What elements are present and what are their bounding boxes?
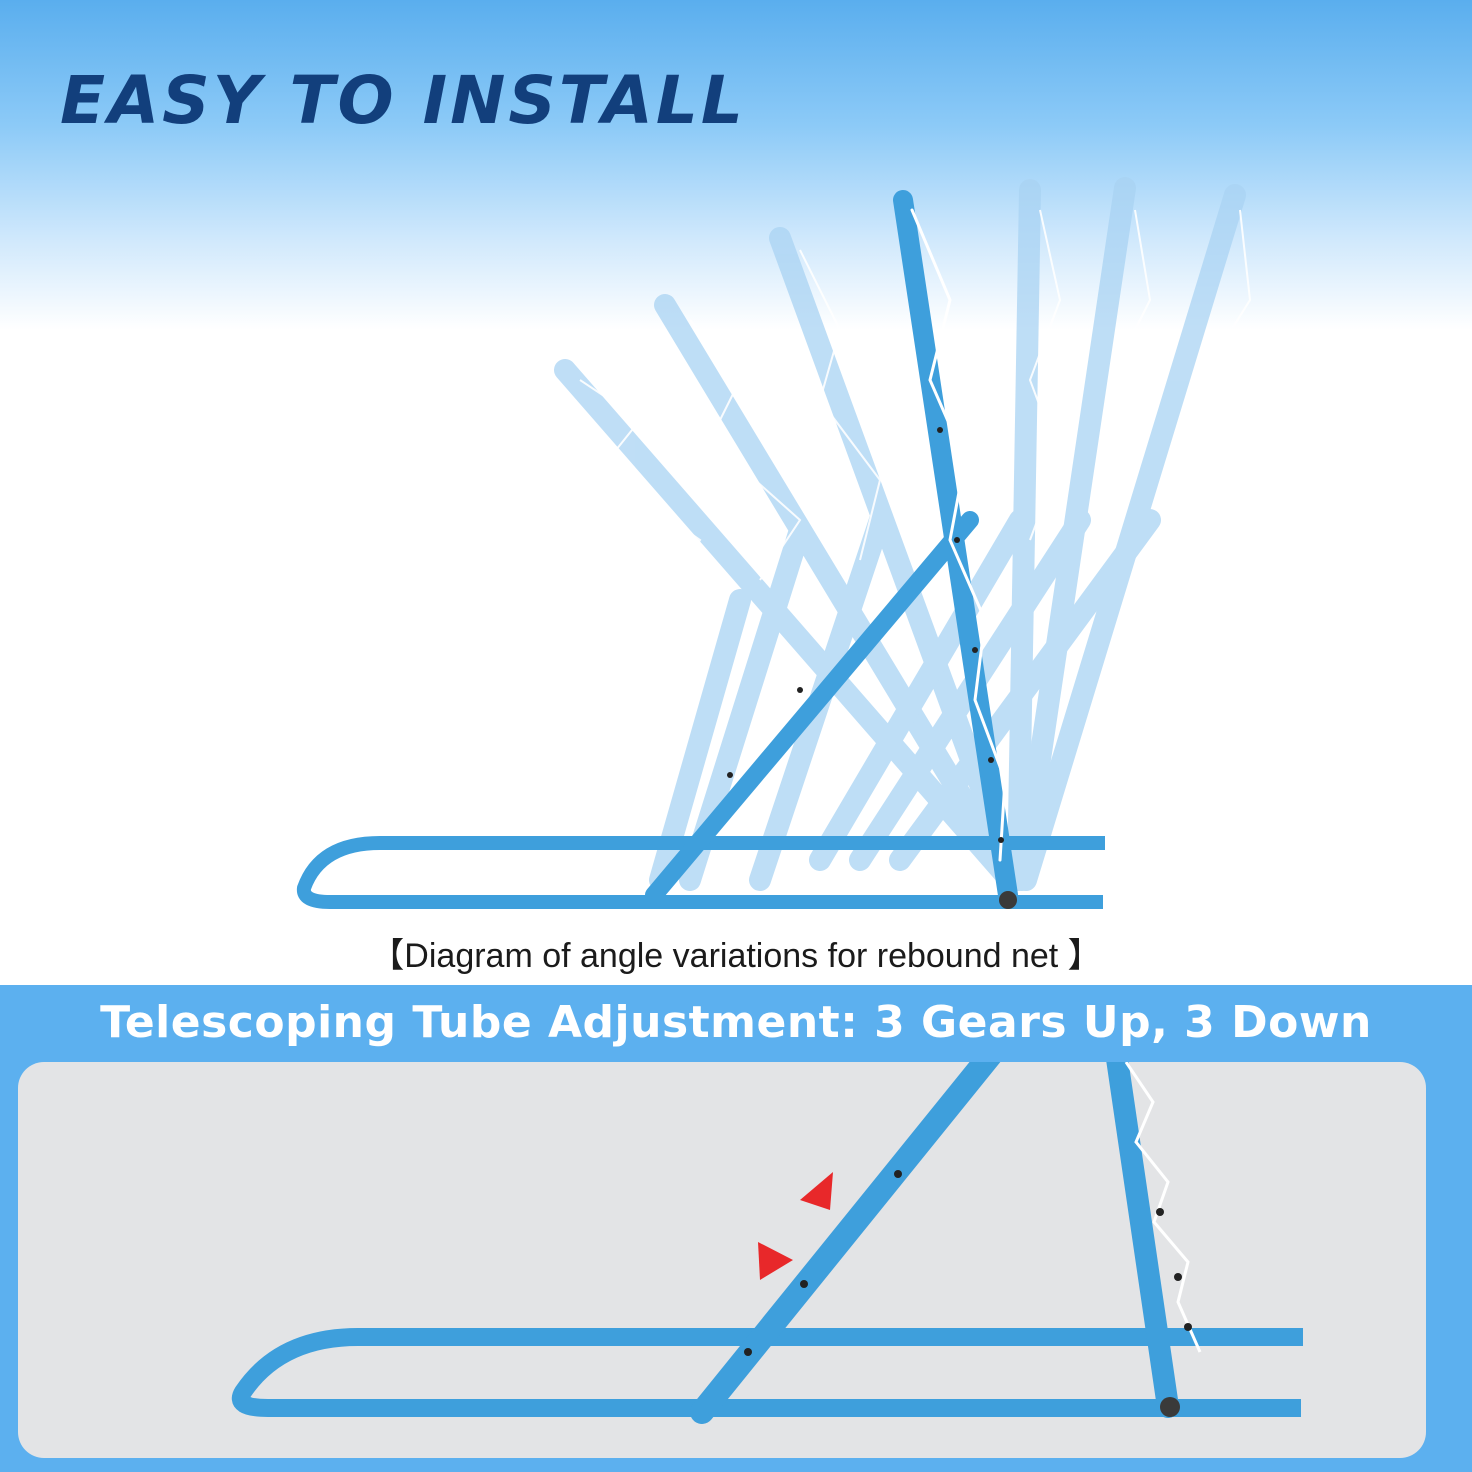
frame-foot <box>999 891 1017 909</box>
adjust-arrow-icon <box>758 1242 793 1280</box>
detail-net <box>1124 1062 1202 1353</box>
ghost-frame-4 <box>809 179 1041 891</box>
telescoping-tube <box>690 1062 1001 1424</box>
ghost-frame-6 <box>889 184 1246 891</box>
telescoping-detail-illustration <box>231 1062 1303 1424</box>
detail-upright-frame <box>1106 1062 1179 1418</box>
base-frame <box>296 836 1105 909</box>
detail-base-frame <box>231 1328 1303 1417</box>
detail-clips <box>744 1170 1192 1356</box>
ghost-net <box>579 209 1252 601</box>
angle-variation-diagram <box>296 177 1252 909</box>
header-gradient <box>0 0 1472 330</box>
telescoping-detail-panel <box>18 1062 1426 1458</box>
ghost-frames <box>554 177 1246 891</box>
adjust-arrow-icon <box>800 1172 833 1210</box>
net-clips <box>727 427 1004 843</box>
page-title: EASY TO INSTALL <box>60 62 746 139</box>
diagram-caption: 【Diagram of angle variations for rebound… <box>370 937 1102 975</box>
detail-frame-foot <box>1160 1397 1180 1417</box>
main-net-frame <box>645 190 1018 905</box>
adjustment-title: Telescoping Tube Adjustment: 3 Gears Up,… <box>100 997 1372 1048</box>
